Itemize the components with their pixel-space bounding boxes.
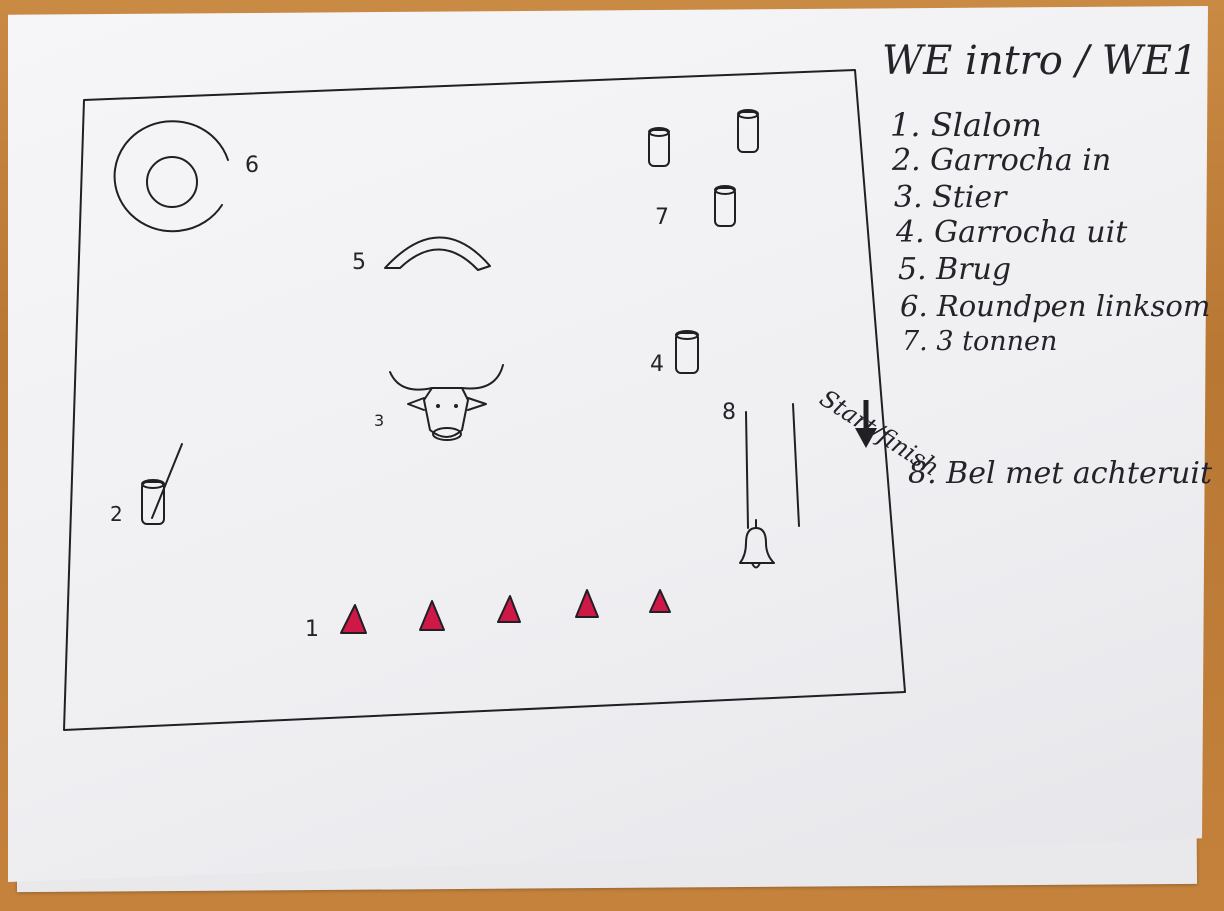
legend-item: 5. Brug bbox=[898, 252, 1012, 287]
legend-item: 7. 3 tonnen bbox=[902, 326, 1058, 357]
barrel-icon bbox=[648, 127, 670, 167]
field-label-7: 7 bbox=[655, 205, 669, 230]
legend-item: 4. Garrocha uit bbox=[896, 215, 1128, 250]
legend-item: 3. Stier bbox=[894, 180, 1007, 215]
lane-line bbox=[745, 411, 749, 529]
legend-item: 2. Garrocha in bbox=[892, 143, 1112, 178]
cone-icon bbox=[419, 600, 445, 631]
field-label-4: 4 bbox=[650, 352, 664, 377]
field-label-5: 5 bbox=[352, 250, 366, 275]
cone-icon bbox=[649, 589, 671, 613]
barrel-icon bbox=[737, 109, 759, 153]
arena-border bbox=[63, 69, 906, 731]
cone-icon bbox=[575, 589, 599, 618]
arrow-down-icon bbox=[855, 400, 877, 448]
cone-icon bbox=[340, 604, 367, 634]
roundpen-icon bbox=[113, 120, 229, 233]
barrel-icon bbox=[675, 330, 699, 374]
garrocha-barrel-icon bbox=[141, 443, 183, 525]
field-label-6: 6 bbox=[245, 153, 259, 178]
legend-item: 1. Slalom bbox=[890, 106, 1042, 144]
bell-icon bbox=[739, 519, 775, 569]
legend-item: 8. Bel met achteruit bbox=[908, 456, 1213, 491]
lane-line bbox=[792, 403, 800, 527]
barrel-icon bbox=[714, 185, 736, 227]
paper-sheet bbox=[8, 6, 1208, 882]
field-label-1: 1 bbox=[305, 617, 319, 642]
bull-icon bbox=[389, 364, 504, 441]
cone-icon bbox=[497, 595, 521, 623]
diagram-title: WE intro / WE1 bbox=[882, 38, 1198, 84]
legend-item: 6. Roundpen linksom bbox=[900, 289, 1211, 323]
field-label-2: 2 bbox=[110, 502, 123, 526]
field-label-8: 8 bbox=[722, 400, 736, 425]
bridge-icon bbox=[384, 236, 491, 271]
field-label-3: 3 bbox=[374, 411, 385, 430]
